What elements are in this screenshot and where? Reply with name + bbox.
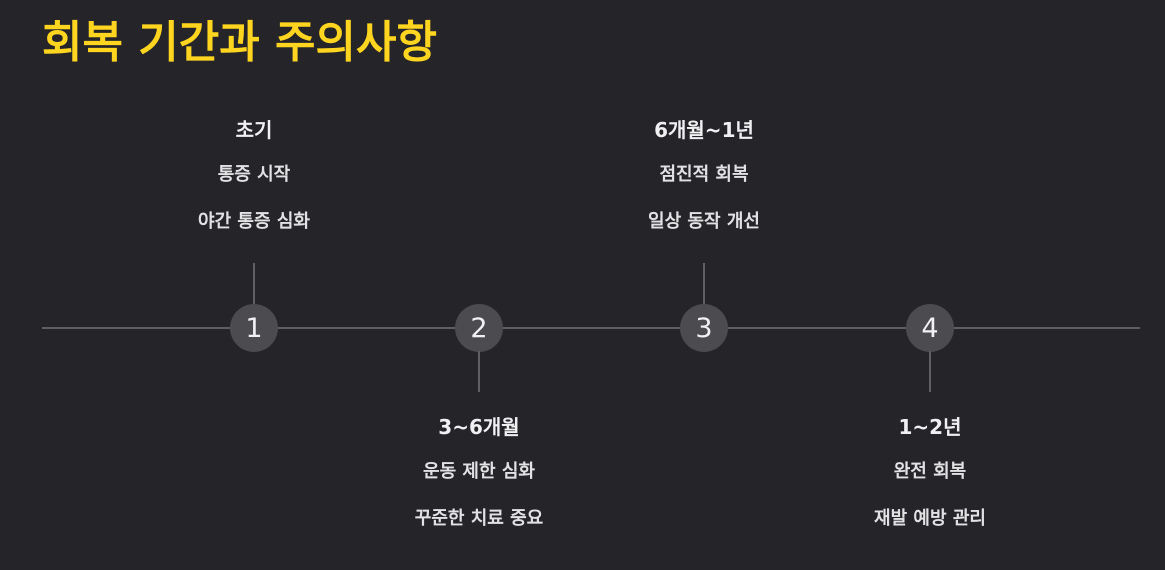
timeline-step-3-marker: 3 [680,304,728,352]
page-title: 회복 기간과 주의사항 [42,17,437,68]
timeline-step-4-detail-1: 완전 회복 [893,461,967,482]
timeline-step-3-detail-1: 점진적 회복 [659,164,749,185]
timeline-step-2-connector [478,351,480,392]
timeline-step-4-labels: 1~2년 완전 회복 재발 예방 관리 [820,414,1040,531]
timeline-step-2-detail-1: 운동 제한 심화 [423,461,535,482]
timeline-step-1-detail-2: 야간 통증 심화 [198,211,310,232]
timeline-line [42,327,1140,329]
timeline-step-3-connector [703,263,705,304]
timeline-step-3-period: 6개월~1년 [654,118,754,142]
timeline-step-4-connector [929,351,931,392]
timeline-step-2-detail-2: 꾸준한 치료 중요 [414,508,544,529]
timeline-step-1-detail-1: 통증 시작 [217,164,291,185]
timeline-step-1-labels: 초기 통증 시작 야간 통증 심화 [144,117,364,234]
timeline-step-3-detail-2: 일상 동작 개선 [648,211,760,232]
timeline-step-1-connector [253,263,255,304]
timeline-step-1-marker: 1 [230,304,278,352]
timeline-step-4-marker: 4 [906,304,954,352]
timeline-step-4-detail-2: 재발 예방 관리 [874,508,986,529]
timeline-step-2-marker: 2 [455,304,503,352]
timeline-step-1-period: 초기 [235,118,273,142]
timeline-step-3-labels: 6개월~1년 점진적 회복 일상 동작 개선 [594,117,814,234]
timeline-step-2-period: 3~6개월 [438,415,520,439]
timeline-step-4-period: 1~2년 [898,415,962,439]
timeline-step-2-labels: 3~6개월 운동 제한 심화 꾸준한 치료 중요 [369,414,589,531]
